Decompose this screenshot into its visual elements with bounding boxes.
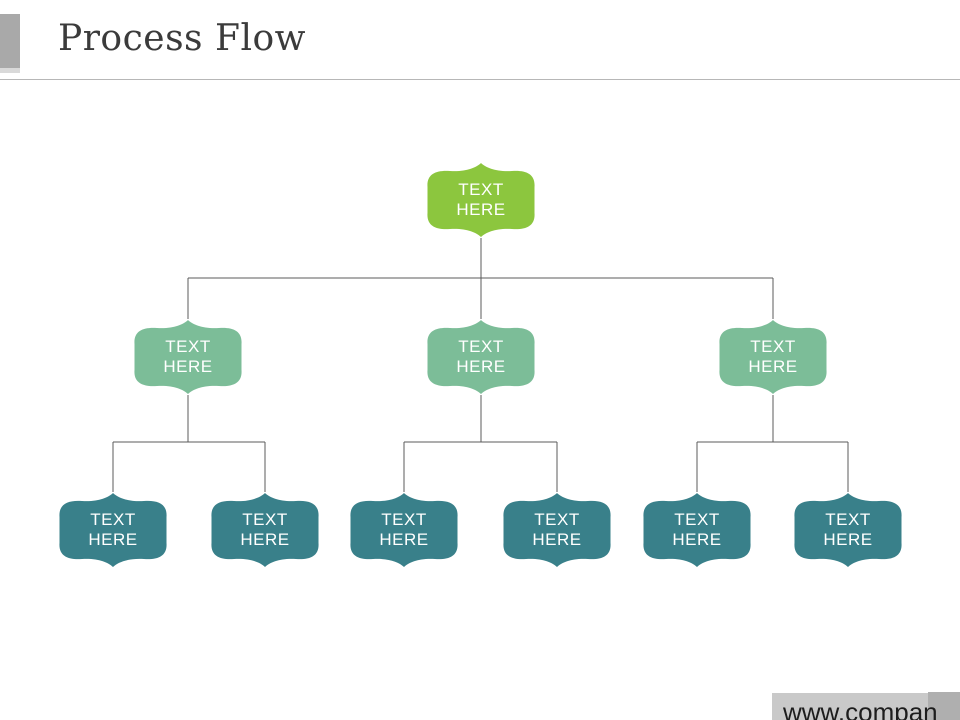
title-divider (0, 79, 960, 80)
plaque-shape (134, 320, 242, 394)
node-label: TEXT HERE (456, 180, 506, 219)
flow-node-top[interactable]: TEXT HERE (425, 162, 537, 238)
page-title: Process Flow (58, 18, 306, 59)
plaque-shape (427, 320, 535, 394)
title-accent-block-light (0, 68, 20, 73)
flow-node-mid-3[interactable]: TEXT HERE (717, 319, 829, 395)
plaque-shape (719, 320, 827, 394)
plaque-shape (350, 493, 458, 567)
node-label: TEXT HERE (672, 510, 722, 549)
node-label: TEXT HERE (456, 337, 506, 376)
plaque-shape (59, 493, 167, 567)
flow-node-mid-2[interactable]: TEXT HERE (425, 319, 537, 395)
node-label: TEXT HERE (379, 510, 429, 549)
flow-node-bottom-4[interactable]: TEXT HERE (501, 492, 613, 568)
flow-node-bottom-6[interactable]: TEXT HERE (792, 492, 904, 568)
plaque-shape (211, 493, 319, 567)
node-label: TEXT HERE (240, 510, 290, 549)
node-label: TEXT HERE (88, 510, 138, 549)
node-label: TEXT HERE (823, 510, 873, 549)
flow-node-bottom-5[interactable]: TEXT HERE (641, 492, 753, 568)
flow-node-bottom-3[interactable]: TEXT HERE (348, 492, 460, 568)
footer-dark-block (928, 692, 960, 720)
title-accent-block (0, 14, 20, 68)
node-label: TEXT HERE (163, 337, 213, 376)
plaque-shape (427, 163, 535, 237)
node-label: TEXT HERE (748, 337, 798, 376)
plaque-shape (794, 493, 902, 567)
flow-node-bottom-1[interactable]: TEXT HERE (57, 492, 169, 568)
plaque-shape (643, 493, 751, 567)
node-label: TEXT HERE (532, 510, 582, 549)
flow-node-mid-1[interactable]: TEXT HERE (132, 319, 244, 395)
plaque-shape (503, 493, 611, 567)
flow-node-bottom-2[interactable]: TEXT HERE (209, 492, 321, 568)
footer-website-text: www.compan (783, 697, 938, 720)
